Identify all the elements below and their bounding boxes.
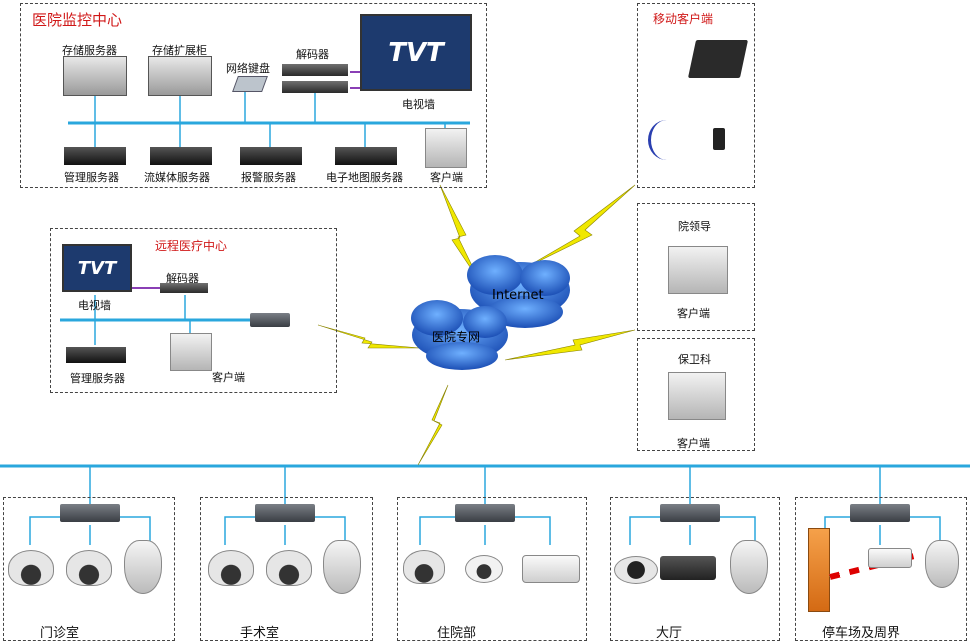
video-wall: TVT [360,14,472,91]
dome-camera-icon [403,550,445,584]
zone-clinic-box [3,497,175,641]
mini-dome-camera-icon [465,555,503,583]
zone-label-inpatient: 住院部 [437,626,477,641]
keyboard-icon [232,76,268,92]
leader-box [637,203,755,331]
leader-client-label: 客户端 [677,307,710,320]
zone-label-parking: 停车场及周界 [822,626,901,641]
dome-camera-icon [208,550,254,586]
zone-label-surgery: 手术室 [240,626,280,641]
stream-server-icon [150,147,212,165]
phone-icon [713,128,725,150]
emap-server-icon [335,147,397,165]
switch-icon [660,504,720,522]
decoder-icon [282,64,348,76]
dome-camera-icon [266,550,312,586]
dome-camera-icon [8,550,54,586]
zone-inpatient-box [397,497,587,641]
box-camera-icon [660,556,716,580]
remote-mgmt-server-label: 管理服务器 [70,372,125,385]
private-network-cloud [411,300,508,370]
storage-cabinet-icon [148,56,212,96]
mgmt-server-label: 管理服务器 [64,171,119,184]
remote-client-pc-icon [170,333,212,371]
client-label: 客户端 [430,171,463,184]
mgmt-server-icon [64,147,126,165]
dome-camera-icon [66,550,112,586]
remote-mgmt-server-icon [66,347,126,363]
monitor-center-box [20,3,487,188]
zone-label-clinic: 门诊室 [40,626,80,641]
alarm-server-label: 报警服务器 [241,171,296,184]
leader-title: 院领导 [678,220,711,233]
mobile-client-title: 移动客户端 [653,12,714,26]
remote-decoder-label: 解码器 [166,272,199,285]
zone-label-hall: 大厅 [656,626,683,641]
remote-center-title: 远程医疗中心 [155,239,228,253]
remote-center-box [50,228,337,393]
zone-parking-box [795,497,967,641]
internet-cloud [467,255,570,328]
security-client-label: 客户端 [677,437,710,450]
ptz-camera-icon [730,540,768,594]
storage-server-label: 存储服务器 [62,44,117,57]
remote-video-wall-logo: TVT [77,257,117,279]
fisheye-camera-icon [614,556,658,584]
client-pc-icon [425,128,467,168]
zone-surgery-box [200,497,373,641]
stream-server-label: 流媒体服务器 [144,171,210,184]
remote-client-label: 客户端 [212,371,245,384]
storage-cabinet-label: 存储扩展柜 [152,44,207,57]
ptz-camera-icon [124,540,162,594]
security-box [637,338,755,451]
security-title: 保卫科 [678,353,711,366]
zone-hall-box [610,497,780,641]
leader-pc-icon [668,246,728,294]
network-keyboard-label: 网络键盘 [226,62,270,75]
bullet-camera-icon [522,555,580,583]
security-pc-icon [668,372,726,420]
remote-video-wall-label: 电视墙 [78,299,111,312]
switch-icon [60,504,120,522]
decoder-icon-2 [282,81,348,93]
monitor-center-title: 医院监控中心 [32,11,123,29]
wifi-icon [648,120,685,160]
ptz-camera-icon [323,540,361,594]
lpr-camera-icon [868,548,912,568]
video-wall-label: 电视墙 [402,98,435,111]
video-wall-logo: TVT [388,37,444,68]
switch-icon [455,504,515,522]
laptop-icon [687,40,749,78]
remote-decoder-icon [160,283,208,293]
remote-video-wall: TVT [62,244,132,292]
private-network-label: 医院专网 [432,330,481,344]
ptz-camera-icon [925,540,959,588]
alarm-server-icon [240,147,302,165]
emap-server-label: 电子地图服务器 [326,171,403,184]
parking-gate-icon [808,528,830,612]
switch-icon [850,504,910,522]
decoder-label: 解码器 [296,48,329,61]
storage-server-icon [63,56,127,96]
switch-icon [255,504,315,522]
mobile-client-box [637,3,755,188]
internet-label: Internet [492,288,544,303]
remote-switch-icon [250,313,290,327]
